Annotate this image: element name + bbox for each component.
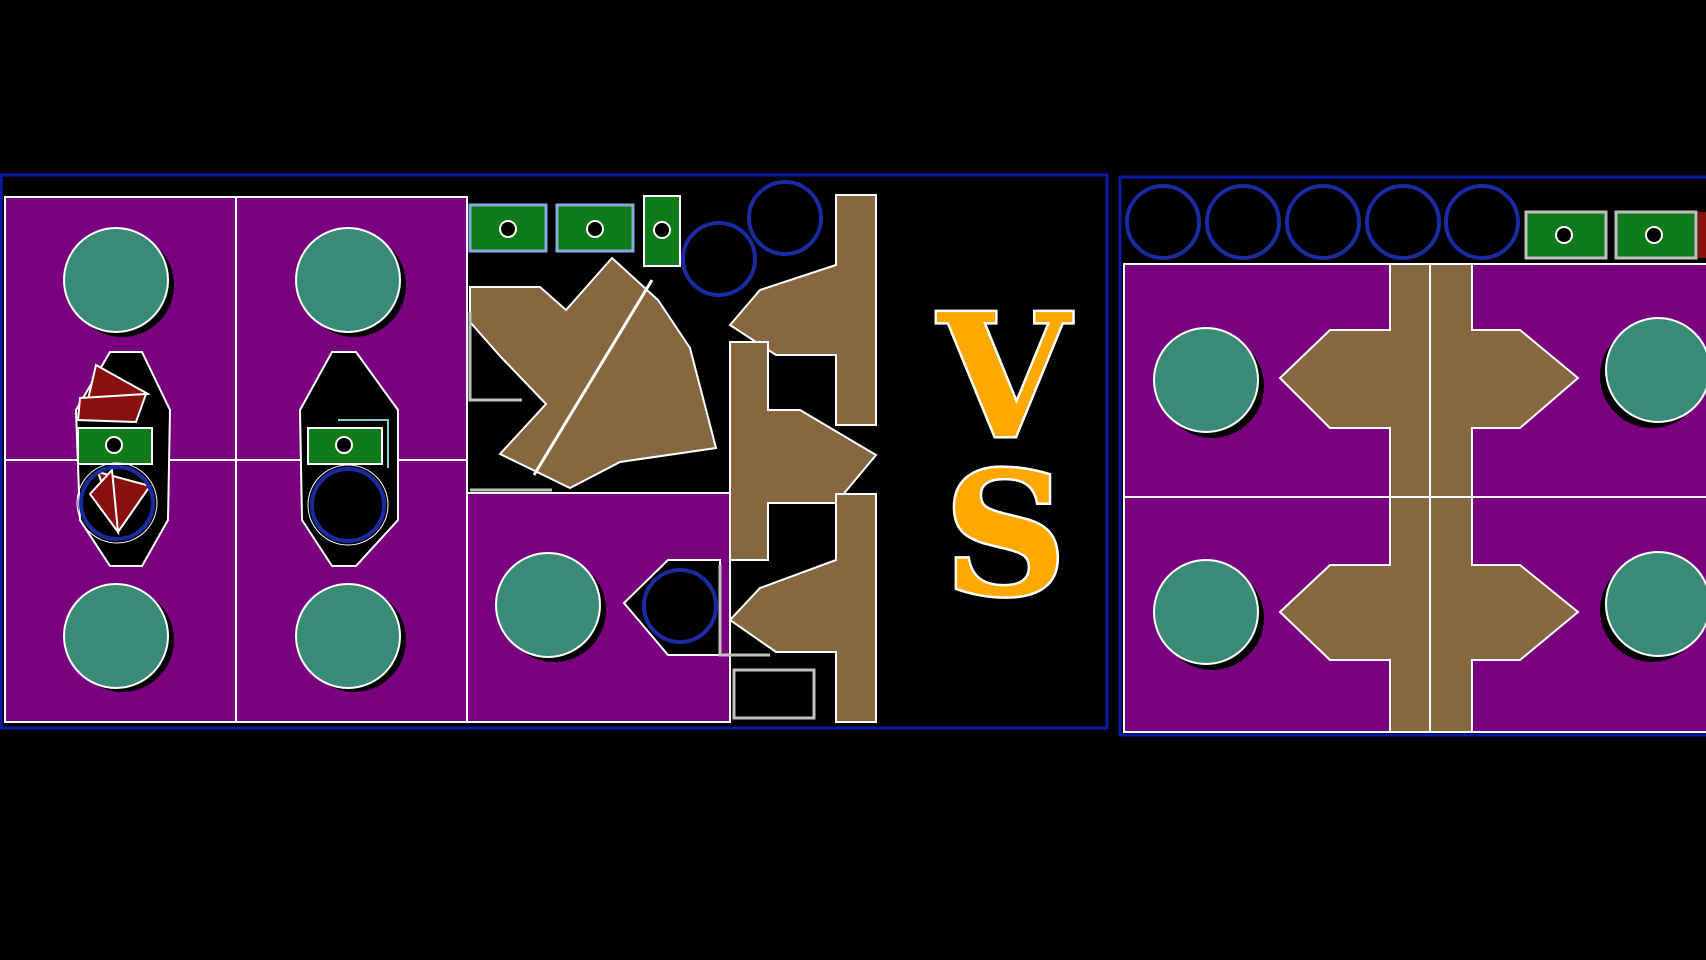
left-keepout-marks: [76, 363, 152, 536]
vs-letter-v: V: [936, 277, 1073, 477]
left-silkscreen-outlines: [468, 312, 816, 720]
vs-letter-s: S: [942, 435, 1070, 635]
right-board: [1118, 175, 1706, 737]
right-copper-traces: [1278, 263, 1580, 733]
through-hole-pad-icon: [1153, 317, 1706, 670]
through-hole-pad-icon: [63, 227, 606, 692]
left-board: [0, 173, 1109, 730]
smd-pad-icon: [77, 195, 681, 465]
left-copper-traces: [469, 194, 878, 723]
via-ring-icon: [1125, 184, 1520, 260]
smd-pad-icon: [1524, 210, 1706, 260]
via-ring-icon: [79, 180, 823, 644]
